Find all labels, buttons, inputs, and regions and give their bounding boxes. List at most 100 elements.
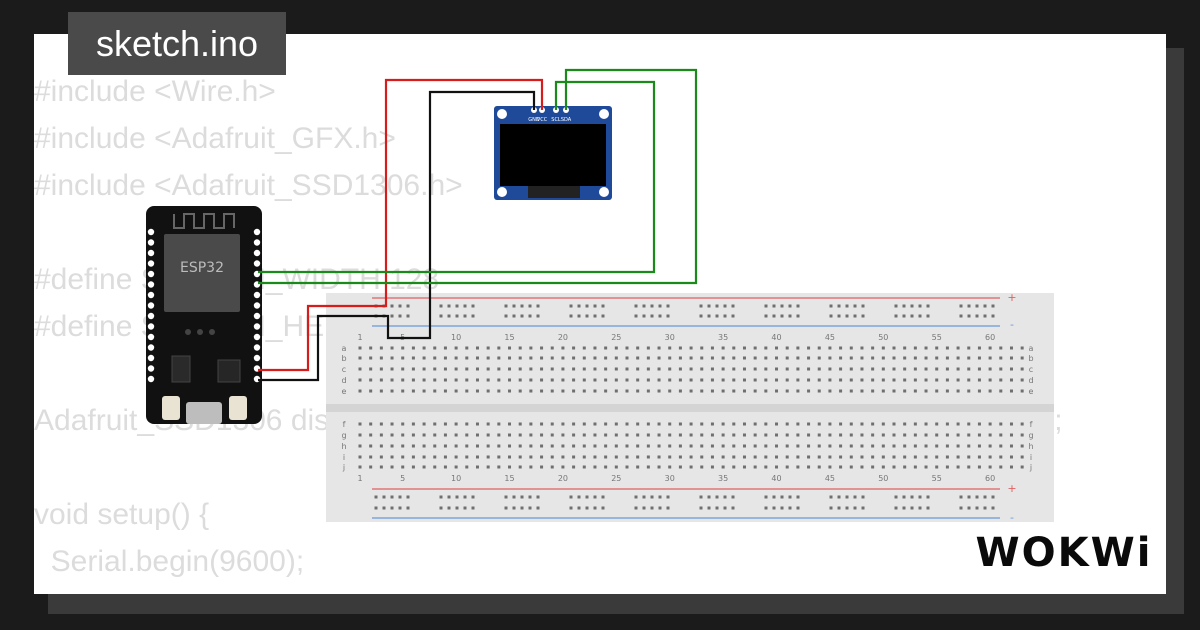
breadboard-hole <box>689 378 693 382</box>
breadboard-hole <box>967 422 971 426</box>
breadboard-hole <box>646 367 650 371</box>
breadboard-hole <box>828 444 832 448</box>
breadboard-hole <box>411 444 415 448</box>
breadboard-hole <box>849 422 853 426</box>
rail-hole <box>967 506 971 510</box>
breadboard-hole <box>721 465 725 469</box>
breadboard-hole <box>935 433 939 437</box>
breadboard-hole <box>839 465 843 469</box>
breadboard-hole <box>796 378 800 382</box>
rail-hole <box>772 495 776 499</box>
breadboard-hole <box>903 422 907 426</box>
breadboard-hole <box>668 378 672 382</box>
breadboard-hole <box>443 346 447 350</box>
breadboard-hole <box>860 422 864 426</box>
esp32-label: ESP32 <box>180 260 224 276</box>
breadboard-hole <box>956 444 960 448</box>
breadboard-hole <box>678 367 682 371</box>
row-letter: c <box>342 365 346 374</box>
breadboard-hole <box>401 433 405 437</box>
breadboard-hole <box>518 422 522 426</box>
breadboard-hole <box>443 356 447 360</box>
rail-hole <box>983 304 987 308</box>
row-letter: h <box>341 442 346 451</box>
rail-hole <box>666 506 670 510</box>
rail-hole <box>902 304 906 308</box>
breadboard-hole <box>732 422 736 426</box>
breadboard-hole <box>636 465 640 469</box>
breadboard-hole <box>871 367 875 371</box>
breadboard-hole <box>817 389 821 393</box>
breadboard-hole <box>817 455 821 459</box>
breadboard-hole <box>369 455 373 459</box>
breadboard-hole <box>508 465 512 469</box>
breadboard-labels: 1155101015152020252530303535404045455050… <box>341 333 1033 483</box>
breadboard-hole <box>785 378 789 382</box>
breadboard-hole <box>668 346 672 350</box>
rail-minus-top: - <box>1010 318 1014 331</box>
breadboard-hole <box>540 422 544 426</box>
breadboard-hole <box>732 444 736 448</box>
breadboard-hole <box>753 389 757 393</box>
breadboard-hole <box>422 444 426 448</box>
row-letter: f <box>1030 420 1033 429</box>
breadboard-hole <box>358 455 362 459</box>
breadboard-hole <box>742 346 746 350</box>
breadboard-hole <box>935 389 939 393</box>
breadboard-hole <box>550 444 554 448</box>
breadboard-hole <box>475 378 479 382</box>
rail-hole <box>504 506 508 510</box>
breadboard-hole <box>508 422 512 426</box>
rail-hole <box>528 304 532 308</box>
rail-hole <box>536 506 540 510</box>
row-letter: a <box>342 344 347 353</box>
rail-hole <box>585 506 589 510</box>
breadboard-hole <box>742 444 746 448</box>
breadboard-hole <box>924 433 928 437</box>
rail-hole <box>764 304 768 308</box>
rail-hole <box>406 495 410 499</box>
breadboard-hole <box>550 422 554 426</box>
breadboard-hole <box>379 356 383 360</box>
row-letter: j <box>1029 463 1032 472</box>
rail-hole <box>504 495 508 499</box>
breadboard-hole <box>475 356 479 360</box>
breadboard-hole <box>860 346 864 350</box>
rail-hole <box>658 304 662 308</box>
rail-hole <box>585 304 589 308</box>
column-number: 30 <box>665 474 675 483</box>
breadboard-hole <box>742 422 746 426</box>
code-line: #include <Wire.h> <box>34 75 276 108</box>
breadboard-hole <box>871 444 875 448</box>
breadboard-hole <box>742 378 746 382</box>
breadboard-hole <box>903 356 907 360</box>
breadboard-hole <box>636 389 640 393</box>
breadboard[interactable]: + - + - 11551010151520202525303035354040… <box>326 291 1054 524</box>
breadboard-hole <box>999 465 1003 469</box>
breadboard-hole <box>529 422 533 426</box>
rail-hole <box>699 314 703 318</box>
esp32-board[interactable]: ESP32 <box>146 206 262 424</box>
breadboard-hole <box>422 433 426 437</box>
breadboard-hole <box>913 356 917 360</box>
breadboard-hole <box>849 465 853 469</box>
breadboard-hole <box>475 367 479 371</box>
code-line: #include <Adafruit_SSD1306.h> <box>34 169 463 202</box>
breadboard-hole <box>411 433 415 437</box>
breadboard-hole <box>807 465 811 469</box>
rail-hole <box>390 506 394 510</box>
breadboard-hole <box>358 433 362 437</box>
breadboard-hole <box>732 346 736 350</box>
breadboard-hole <box>508 346 512 350</box>
rail-hole <box>926 304 930 308</box>
breadboard-hole <box>913 346 917 350</box>
breadboard-hole <box>860 455 864 459</box>
rail-hole <box>390 314 394 318</box>
breadboard-hole <box>401 465 405 469</box>
breadboard-hole <box>860 465 864 469</box>
breadboard-hole <box>956 465 960 469</box>
breadboard-hole <box>849 378 853 382</box>
esp32-pin <box>253 344 261 351</box>
rail-hole <box>853 314 857 318</box>
